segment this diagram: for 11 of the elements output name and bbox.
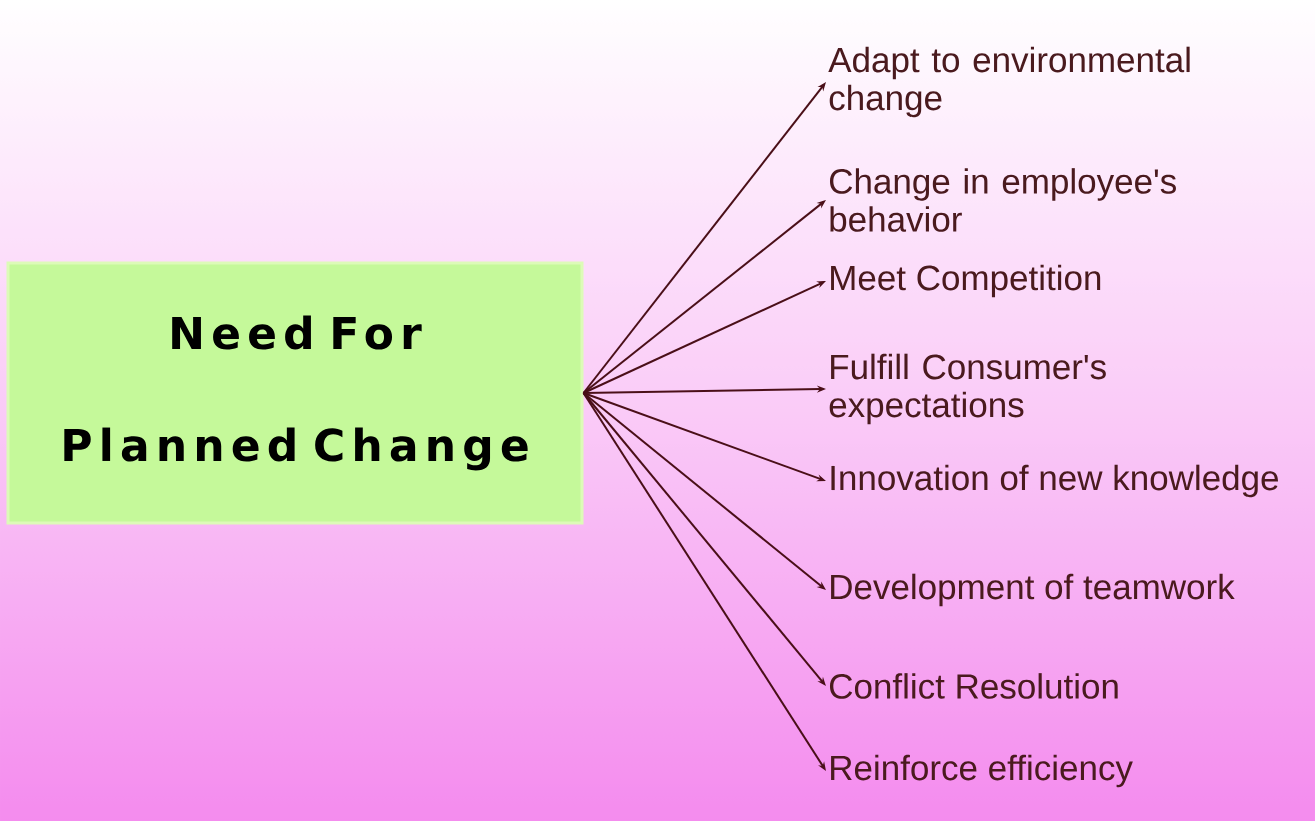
item-text: Meet Competition [831, 264, 1101, 298]
item-text: Conflict Resolution [830, 673, 1118, 699]
item-text: Fulfill Consumer's expectations [829, 353, 1106, 425]
item-text: Development of teamwork [831, 573, 1235, 607]
item-text: Adapt to environmental change [828, 46, 1190, 118]
item-text: Reinforce efficiency [831, 754, 1133, 788]
item-text: Innovation of new knowledge [831, 464, 1278, 498]
arrow [582, 200, 826, 394]
title-box: Need For Planned Change [6, 261, 584, 525]
arrow [582, 82, 826, 394]
item-text: Change in employee's behavior [830, 168, 1176, 232]
